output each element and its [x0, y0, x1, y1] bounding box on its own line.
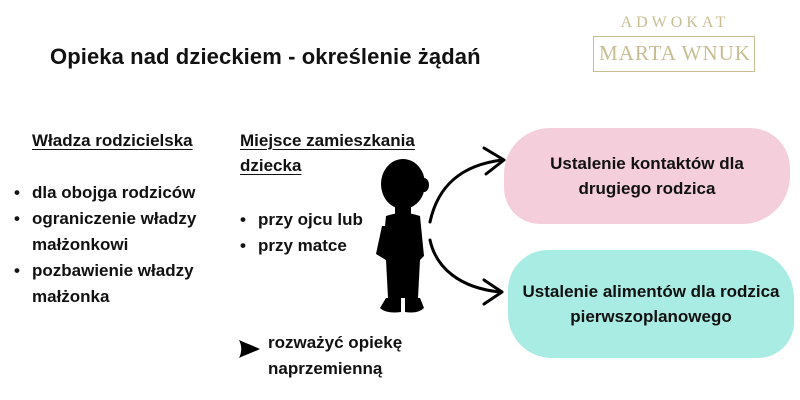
list-item: pozbawienie władzy małżonka [14, 258, 254, 310]
residence-list: przy ojcu lub przy matce [240, 207, 390, 259]
page-title: Opieka nad dzieckiem - określenie żądań [50, 44, 481, 69]
list-item: dla obojga rodziców [14, 180, 254, 206]
section-heading-residence: Miejsce zamieszkania dziecka [240, 131, 415, 175]
outcome-alimony-text: Ustalenie alimentów dla rodzica pierwszo… [522, 282, 780, 326]
logo-top-text: ADWOKAT [620, 14, 730, 31]
outcome-contacts-text: Ustalenie kontaktów dla drugiego rodzica [550, 154, 744, 198]
outcome-contacts-box: Ustalenie kontaktów dla drugiego rodzica [504, 128, 790, 224]
section-heading-parental-authority: Władza rodzicielska [32, 131, 193, 150]
triangle-pointer-icon [239, 340, 260, 358]
list-item: przy ojcu lub [240, 207, 390, 233]
parental-authority-list: dla obojga rodziców ograniczenie władzy … [14, 180, 254, 310]
list-item: ograniczenie władzy małżonkowi [14, 206, 254, 258]
outcome-alimony-box: Ustalenie alimentów dla rodzica pierwszo… [508, 250, 794, 358]
logo: ADWOKAT MARTA WNUK [585, 12, 765, 76]
logo-bottom-text: MARTA WNUK [599, 41, 751, 65]
curved-arrow-icon [428, 146, 506, 306]
logo-frame [593, 36, 755, 72]
list-item: przy matce [240, 233, 390, 259]
note-alternating-custody: rozważyć opiekę naprzemienną [268, 333, 403, 378]
child-silhouette-icon [376, 159, 429, 313]
